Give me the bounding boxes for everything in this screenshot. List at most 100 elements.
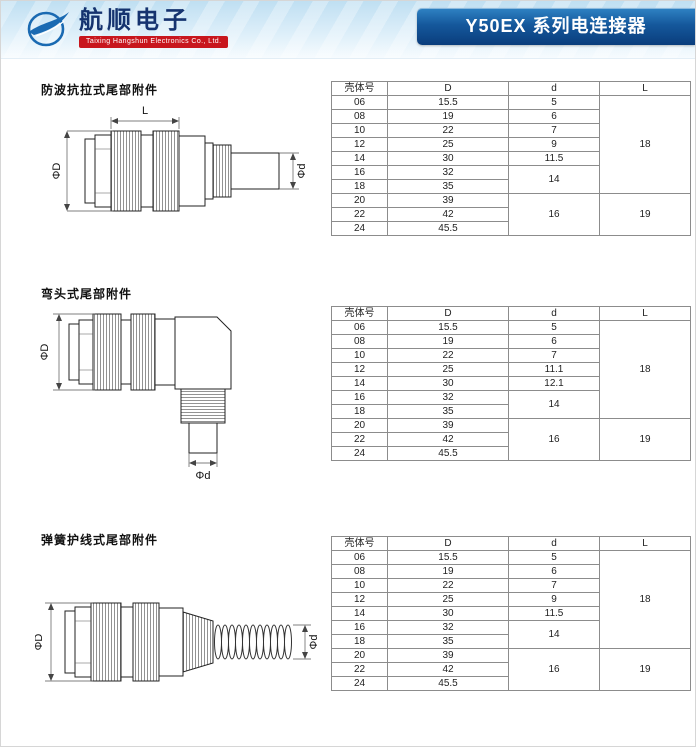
cell-shell: 24 xyxy=(331,221,388,236)
dim-label-phid: Φd xyxy=(296,164,308,179)
section-title-elbow-tail: 弯头式尾部附件 xyxy=(41,287,133,301)
cell-shell: 18 xyxy=(331,179,388,194)
cell-D: 22 xyxy=(387,348,509,363)
cell-L: 19 xyxy=(599,648,691,691)
cell-shell: 08 xyxy=(331,334,388,349)
column-header: 壳体号 xyxy=(331,306,388,321)
cell-D: 45.5 xyxy=(387,221,509,236)
cell-d: 7 xyxy=(508,123,600,138)
cell-L: 18 xyxy=(599,320,691,419)
cell-shell: 22 xyxy=(331,207,388,222)
cell-D: 22 xyxy=(387,578,509,593)
cell-d: 16 xyxy=(508,193,600,236)
column-header: d xyxy=(508,536,600,551)
dim-label-phiD: ΦD xyxy=(35,634,45,651)
cell-shell: 10 xyxy=(331,348,388,363)
dim-phid: Φd xyxy=(293,624,320,660)
cell-d: 9 xyxy=(508,592,600,607)
cell-d: 14 xyxy=(508,390,600,419)
cell-d: 14 xyxy=(508,165,600,194)
section-title-tension-tail: 防波抗拉式尾部附件 xyxy=(41,83,159,97)
section-title-spring-tail: 弹簧护线式尾部附件 xyxy=(41,533,159,547)
cell-shell: 12 xyxy=(331,137,388,152)
cell-D: 19 xyxy=(387,109,509,124)
cell-d: 7 xyxy=(508,348,600,363)
cell-D: 15.5 xyxy=(387,550,509,565)
dim-L: L xyxy=(110,105,180,129)
cell-d: 5 xyxy=(508,95,600,110)
dim-label-phid: Φd xyxy=(308,635,320,650)
cell-shell: 06 xyxy=(331,550,388,565)
cell-shell: 24 xyxy=(331,446,388,461)
brand-text: 航顺电子 Taixing Hangshun Electronics Co., L… xyxy=(79,7,229,48)
cell-shell: 06 xyxy=(331,95,388,110)
cell-shell: 10 xyxy=(331,123,388,138)
company-tagline: Taixing Hangshun Electronics Co., Ltd. xyxy=(79,36,229,48)
cell-shell: 20 xyxy=(331,418,388,433)
cell-d: 16 xyxy=(508,648,600,691)
cell-d: 9 xyxy=(508,137,600,152)
cell-shell: 14 xyxy=(331,606,388,621)
cell-D: 39 xyxy=(387,193,509,208)
cell-d: 12.1 xyxy=(508,376,600,391)
dim-label-phiD: ΦD xyxy=(39,344,51,361)
dim-phiD: ΦD xyxy=(39,313,95,391)
body-detail-lines xyxy=(95,148,111,194)
dim-label-L: L xyxy=(142,105,148,117)
cell-L: 18 xyxy=(599,95,691,194)
cell-shell: 06 xyxy=(331,320,388,335)
cell-shell: 22 xyxy=(331,432,388,447)
connector-body xyxy=(68,313,232,454)
cell-D: 45.5 xyxy=(387,446,509,461)
column-header: 壳体号 xyxy=(331,536,388,551)
cell-D: 35 xyxy=(387,634,509,649)
company-name: 航顺电子 xyxy=(79,7,191,34)
cell-shell: 18 xyxy=(331,634,388,649)
cell-shell: 10 xyxy=(331,578,388,593)
body-detail-lines xyxy=(79,333,93,371)
cell-shell: 16 xyxy=(331,165,388,180)
header-banner: 航顺电子 Taixing Hangshun Electronics Co., L… xyxy=(1,1,695,59)
cell-d: 11.5 xyxy=(508,606,600,621)
cell-D: 30 xyxy=(387,151,509,166)
connector-drawing-elbow: ΦD Φd xyxy=(39,297,299,502)
brand-block: 航顺电子 Taixing Hangshun Electronics Co., L… xyxy=(25,7,229,50)
cell-D: 25 xyxy=(387,592,509,607)
series-title: Y50EX 系列电连接器 xyxy=(417,8,695,45)
cell-D: 15.5 xyxy=(387,95,509,110)
elbow-housing xyxy=(174,316,232,390)
connector-body xyxy=(64,602,214,682)
column-header: D xyxy=(387,81,509,96)
cell-D: 39 xyxy=(387,418,509,433)
company-logo-icon xyxy=(27,11,69,47)
cell-D: 15.5 xyxy=(387,320,509,335)
cell-d: 5 xyxy=(508,320,600,335)
cell-shell: 20 xyxy=(331,648,388,663)
cell-shell: 16 xyxy=(331,390,388,405)
dim-phiD: ΦD xyxy=(51,130,113,212)
cell-d: 11.1 xyxy=(508,362,600,377)
dim-phid: Φd xyxy=(279,152,308,190)
cell-d: 14 xyxy=(508,620,600,649)
cell-D: 39 xyxy=(387,648,509,663)
